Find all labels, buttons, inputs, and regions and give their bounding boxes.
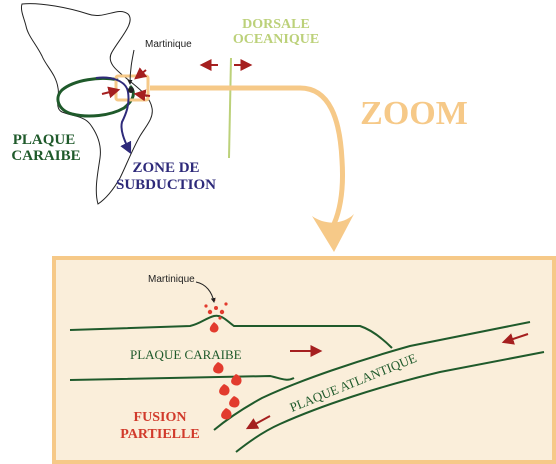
arrow-left-small <box>101 86 121 99</box>
zoom-label: ZOOM <box>360 95 468 132</box>
subduction-label-line1: ZONE DE <box>132 160 199 176</box>
map-panel: Martinique DORSALE OCEANIQUE PLAQUE CARA… <box>11 3 319 205</box>
zoom-arrow <box>150 85 345 225</box>
cross-section-panel: Martinique PLAQUE CARAIBE PLAQUE ATLANTI… <box>52 256 556 464</box>
ridge-label-line2: OCEANIQUE <box>233 32 319 47</box>
magma-drops <box>209 322 242 420</box>
magma-drop <box>213 362 224 374</box>
caribbean-plate-bottom <box>69 374 295 381</box>
melt-label-line2: PARTIELLE <box>120 427 199 442</box>
magma-drop <box>229 396 240 408</box>
magma-drop <box>221 408 232 420</box>
magma-drop <box>209 322 219 333</box>
zoom-arrow-head <box>312 214 354 252</box>
map-martinique-label: Martinique <box>145 39 192 50</box>
arrow-right-small <box>133 89 151 102</box>
magma-drop <box>231 374 242 386</box>
subduction-zone-line <box>95 76 132 155</box>
plate-label-line1: PLAQUE <box>13 132 76 148</box>
plate-label-line2: CARAIBE <box>11 148 80 164</box>
subduction-label-line2: SUBDUCTION <box>116 177 216 193</box>
magma-drop <box>219 384 230 396</box>
melt-label-line1: FUSION <box>134 410 187 425</box>
zoom-connector: ZOOM <box>150 85 468 252</box>
caribbean-plate-label: PLAQUE CARAIBE <box>130 347 242 362</box>
atlantic-slab-bottom <box>235 351 545 453</box>
landmass-outline <box>21 3 153 205</box>
arrow-upper <box>134 67 148 80</box>
martinique-pointer <box>127 49 135 85</box>
atlantic-motion-arrow-top <box>501 333 529 345</box>
caribbean-plate-outline <box>56 76 135 118</box>
cross-section-frame <box>52 256 556 464</box>
section-martinique-label: Martinique <box>148 274 195 285</box>
section-martinique-pointer <box>195 281 216 303</box>
martinique-dot <box>128 87 134 93</box>
caribbean-plate-top <box>69 314 393 349</box>
oceanic-ridge-line <box>228 57 232 159</box>
atlantic-motion-arrow-bottom <box>245 415 271 430</box>
ridge-label-line1: DORSALE <box>242 17 310 32</box>
